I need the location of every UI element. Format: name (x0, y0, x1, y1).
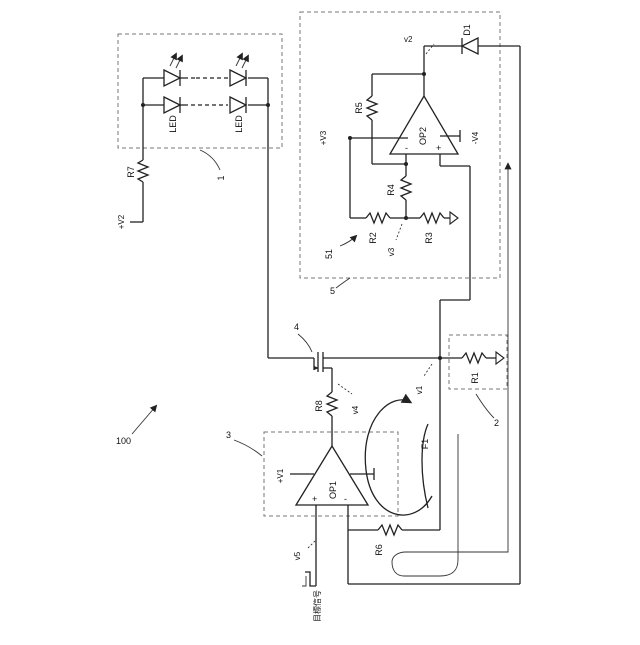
resistor-r7: R7 +V2 (117, 160, 148, 229)
r6-label: R6 (374, 544, 384, 556)
op2-minus: - (405, 143, 408, 153)
led-label-1: LED (168, 115, 178, 133)
figure-ref-arrow (132, 406, 156, 434)
r2-label: R2 (368, 232, 378, 244)
node-v3-label: v3 (387, 247, 396, 256)
node-v4-label: v4 (351, 405, 360, 414)
transistor-4: 4 (268, 322, 440, 392)
led-label-2: LED (234, 115, 244, 133)
feedback-inner-ref-arrow (340, 236, 356, 246)
led-ref-leader (200, 150, 220, 170)
opamp-ref-leader (234, 440, 262, 456)
resistor-r3: R3 (406, 212, 458, 244)
supply-v3-label: +V3 (319, 130, 328, 145)
r4-label: R4 (386, 184, 396, 196)
r7-label: R7 (126, 166, 136, 178)
r5-label: R5 (354, 102, 364, 114)
node-v1-label: v1 (415, 385, 424, 394)
led-block-ref: 1 (216, 175, 226, 180)
op2-label: OP2 (418, 127, 428, 145)
loop-f1-label: F1 (420, 439, 430, 450)
supply-v2-label: +V2 (117, 214, 126, 229)
node-v3-leader (396, 224, 402, 240)
led-diode-4 (230, 97, 246, 113)
led-diode-1 (164, 54, 184, 86)
transistor-ref-leader (298, 334, 312, 352)
resistor-r4: R4 (386, 162, 411, 220)
supply-v4-label: -V4 (471, 131, 480, 144)
diode-d1: D1 (424, 24, 520, 584)
loop-f1: F1 (365, 400, 432, 515)
r1-label: R1 (470, 372, 480, 384)
opamp-op2: OP2 - + +V3 -V4 v2 (319, 35, 480, 154)
led-diode-2 (230, 54, 248, 86)
led-array: LED LED (141, 54, 270, 358)
opamp-block-ref: 3 (226, 430, 231, 440)
r8-label: R8 (314, 400, 324, 412)
op1-label: OP1 (328, 481, 338, 499)
led-diode-3 (164, 97, 184, 113)
resistor-r8: R8 v4 (314, 384, 360, 446)
input-signal: v5 目標信号 (293, 540, 322, 622)
feedback-inner-ref: 51 (324, 249, 334, 259)
node-v5-label: v5 (293, 551, 302, 560)
sense-block-ref: 2 (494, 418, 499, 428)
sense-ref-leader (476, 394, 494, 418)
supply-v1-label: +V1 (276, 468, 285, 483)
feedback-ref-leader (336, 278, 350, 288)
feedback-block-ref: 5 (330, 286, 335, 296)
node-v2-label: v2 (404, 35, 413, 44)
op1-minus: - (344, 494, 347, 504)
input-signal-label: 目標信号 (312, 590, 322, 622)
figure-ref: 100 (116, 436, 131, 446)
op1-plus: + (312, 494, 317, 504)
op2-plus: + (436, 143, 441, 153)
resistor-r6: R6 (374, 356, 442, 556)
d1-label: D1 (462, 24, 472, 36)
r3-label: R3 (424, 232, 434, 244)
transistor-ref: 4 (294, 322, 299, 332)
